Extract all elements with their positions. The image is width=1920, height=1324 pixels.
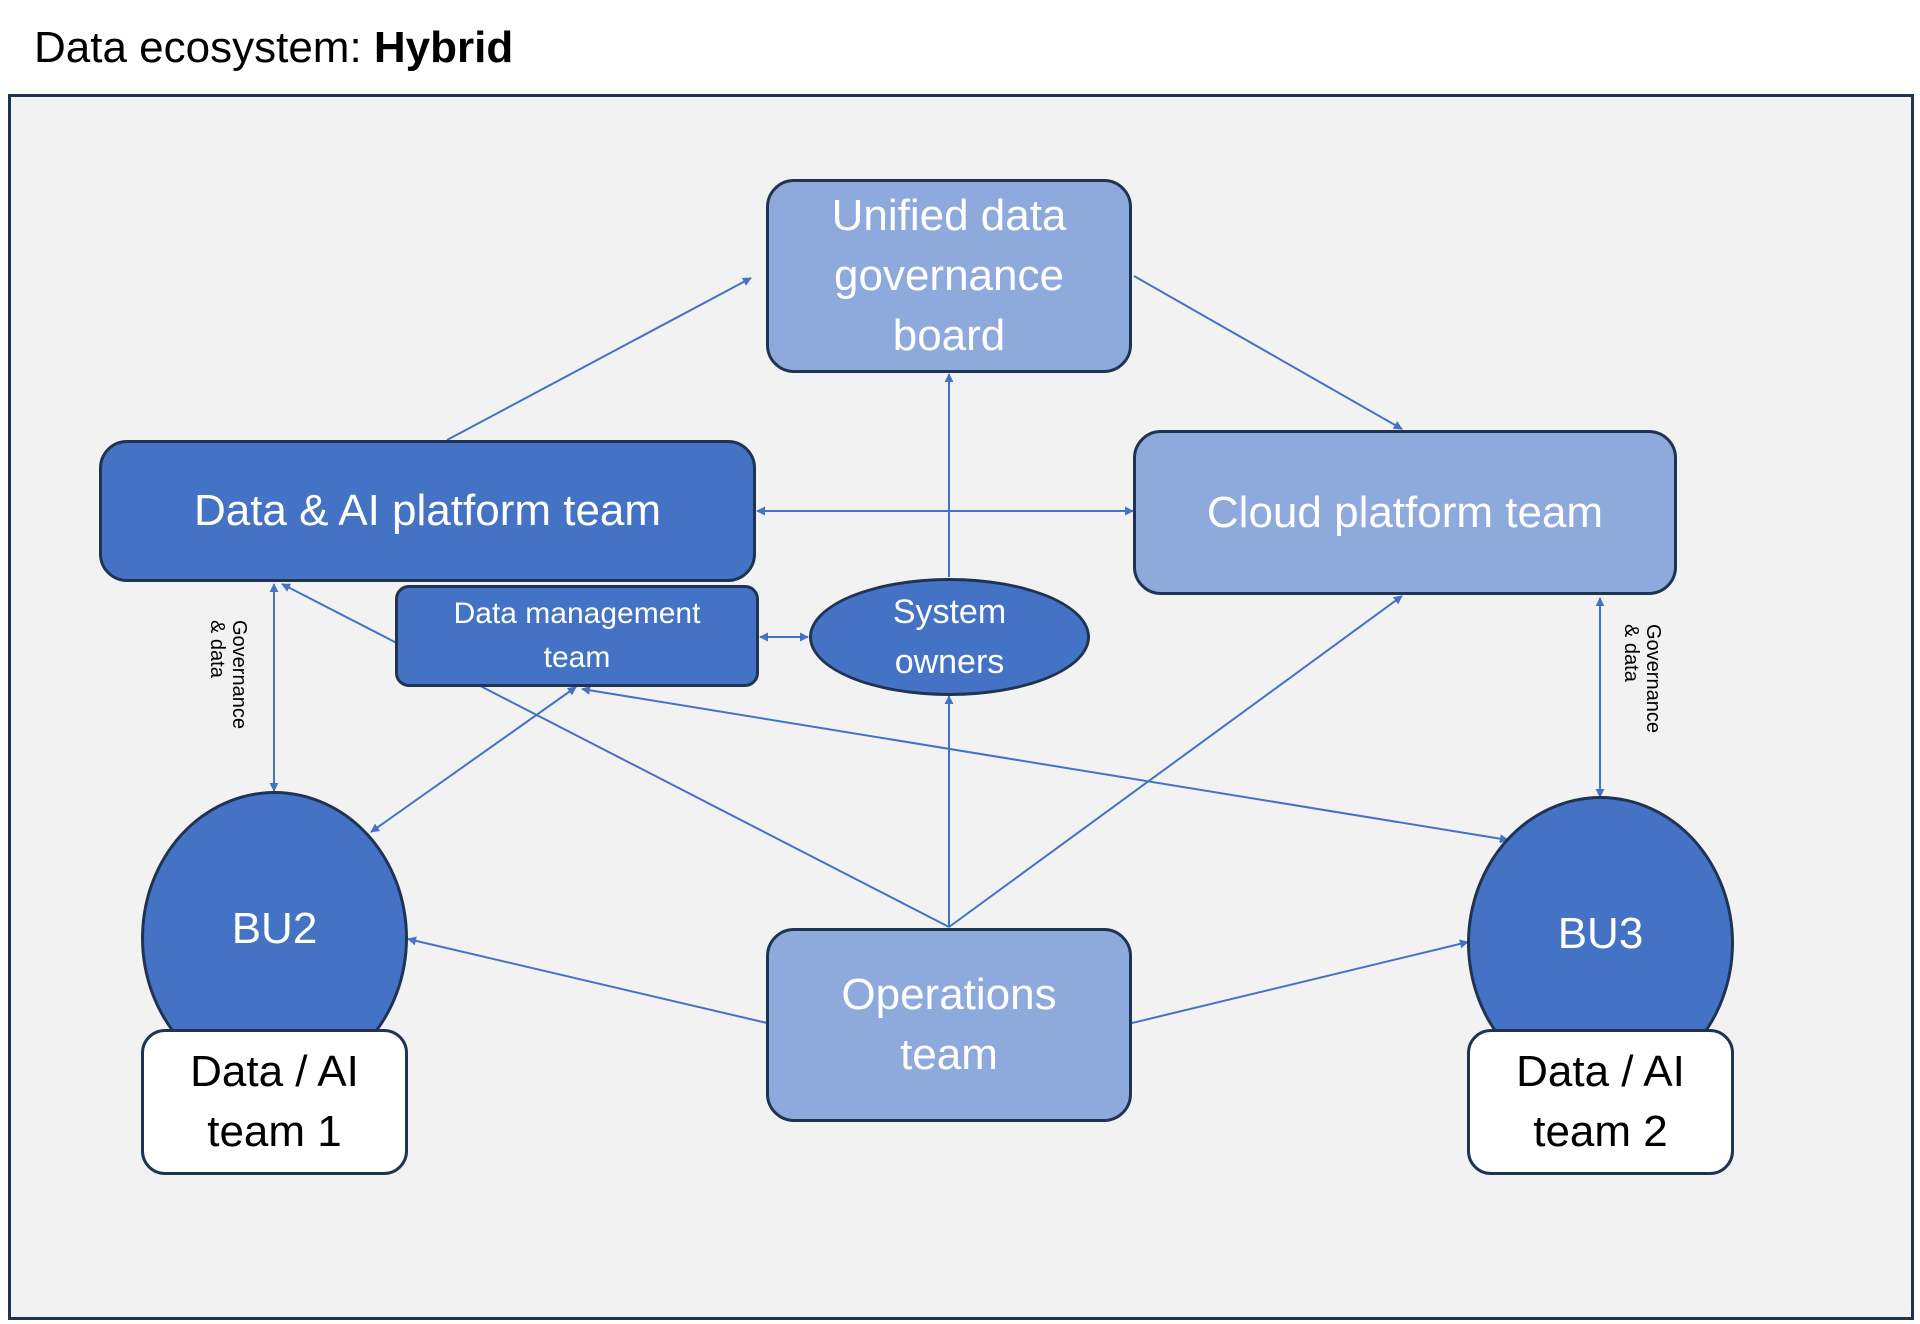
data-ai-team-2-label: Data / AI team 2 — [1516, 1047, 1685, 1156]
diagram-title: Data ecosystem: Hybrid — [34, 18, 513, 78]
edge-ops-to-platform — [281, 583, 950, 928]
edge-label-right: Governance & data — [1620, 624, 1664, 733]
edge-datamgmt-bu2 — [370, 686, 577, 833]
operations-label: Operations team — [841, 970, 1057, 1079]
data-ai-platform-label: Data & AI platform team — [193, 486, 662, 535]
edge-label-left: Governance & data — [206, 620, 250, 729]
data-ai-platform-node: Data & AI platform team — [99, 440, 756, 582]
data-ai-team-1-label: Data / AI team 1 — [190, 1047, 359, 1156]
edge-ops-to-bu3 — [1131, 939, 1469, 1024]
governance-board-label: Unified data governance board — [831, 191, 1067, 360]
data-ai-team-2-node: Data / AI team 2 — [1467, 1029, 1734, 1175]
operations-node: Operations team — [766, 928, 1132, 1122]
governance-board-node: Unified data governance board — [766, 179, 1132, 373]
edge-ops-to-bu2 — [407, 936, 768, 1024]
edge-datamgmt-bu3 — [581, 685, 1509, 844]
bu2-label: BU2 — [231, 904, 318, 953]
bu3-label: BU3 — [1557, 909, 1644, 958]
data-management-label: Data management team — [453, 597, 701, 674]
edge-board-to-cloud — [1133, 275, 1403, 430]
edge-ops-to-cloud — [948, 595, 1403, 928]
title-prefix: Data ecosystem: — [34, 23, 374, 72]
system-owners-node: System owners — [809, 578, 1090, 696]
title-emphasis: Hybrid — [373, 23, 514, 72]
data-ai-team-1-node: Data / AI team 1 — [141, 1029, 408, 1175]
system-owners-label: System owners — [892, 593, 1007, 681]
data-management-node: Data management team — [395, 585, 759, 687]
edge-platform-to-board — [446, 277, 752, 441]
cloud-platform-node: Cloud platform team — [1133, 430, 1677, 595]
cloud-platform-label: Cloud platform team — [1206, 487, 1604, 537]
